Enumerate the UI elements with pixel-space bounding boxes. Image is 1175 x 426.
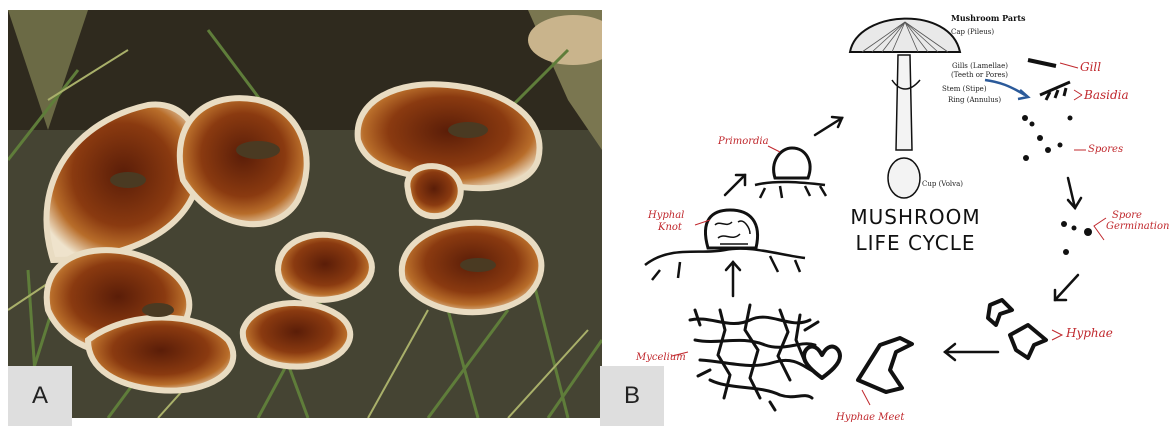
label-cup: Cup (Volva) <box>922 180 963 188</box>
label-spores: Spores <box>1088 144 1123 155</box>
label-primordia: Primordia <box>718 136 769 147</box>
label-hyphal-knot-1: Hyphal <box>648 210 684 221</box>
label-basidia: Basidia <box>1084 90 1129 101</box>
diagram-title-line1: MUSHROOM <box>838 205 993 229</box>
label-spore-germination-1: Spore <box>1112 210 1142 221</box>
mushroom-parts-heading: Mushroom Parts <box>951 13 1026 23</box>
mushroom-illustration <box>850 19 960 198</box>
panel-label-b: B <box>600 366 664 426</box>
label-spore-germination-2: Germination <box>1106 221 1169 232</box>
bracket-fungus-photo <box>8 10 602 418</box>
label-hyphae: Hyphae <box>1066 328 1113 339</box>
label-gills: Gills (Lamellae) <box>952 62 1008 70</box>
mushroom-photo <box>8 10 602 418</box>
label-stem: Stem (Stipe) <box>942 85 987 93</box>
label-gill: Gill <box>1080 62 1101 73</box>
diagram-title-line2: LIFE CYCLE <box>838 231 993 255</box>
label-gills-sub: (Teeth or Pores) <box>951 71 1008 79</box>
mycelium-illustration <box>690 305 818 410</box>
label-hyphae-meet: Hyphae Meet <box>836 412 904 423</box>
label-mycelium: Mycelium <box>636 352 686 363</box>
life-cycle-diagram: MUSHROOM LIFE CYCLE Mushroom Parts Cap (… <box>600 0 1175 425</box>
label-hyphal-knot-2: Knot <box>658 222 682 233</box>
label-ring: Ring (Annulus) <box>948 96 1001 104</box>
primordia-illustration <box>755 148 826 198</box>
label-cap: Cap (Pileus) <box>951 28 994 36</box>
panel-label-a: A <box>8 366 72 426</box>
